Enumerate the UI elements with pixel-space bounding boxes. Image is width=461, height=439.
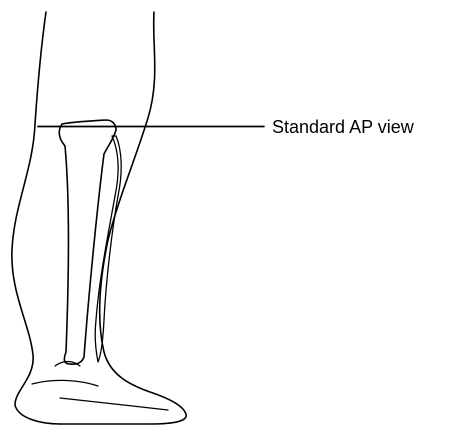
fibula-outline bbox=[95, 136, 121, 362]
callout-label: Standard AP view bbox=[272, 117, 415, 137]
leg-outline-left bbox=[12, 12, 60, 424]
leg-outline bbox=[12, 12, 186, 424]
fibula-bone bbox=[95, 136, 121, 362]
heel-line bbox=[32, 380, 98, 386]
toe-crease-line bbox=[60, 398, 168, 410]
